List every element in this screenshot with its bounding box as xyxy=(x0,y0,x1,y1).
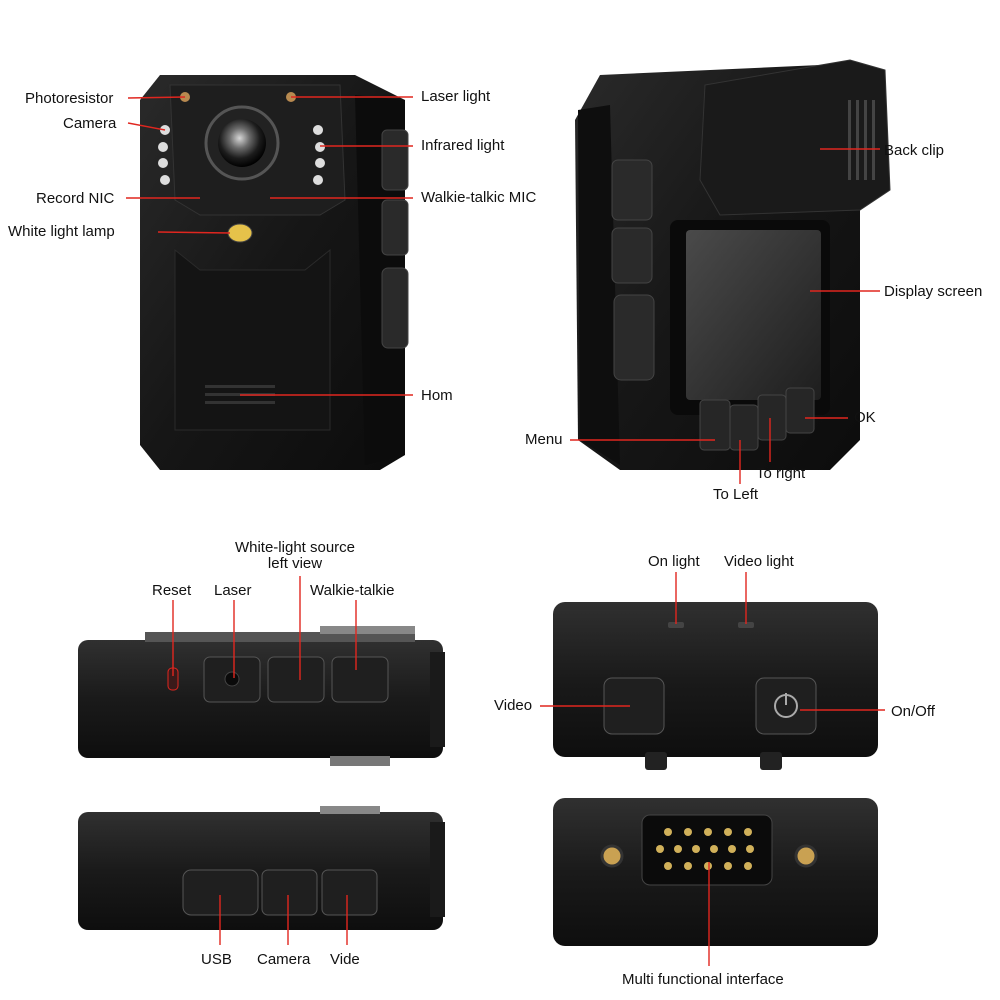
label-walkie-talkie: Walkie-talkie xyxy=(310,582,395,599)
label-white-light-lamp: White light lamp xyxy=(8,223,115,240)
label-horn: Hom xyxy=(421,387,453,404)
interface-pins xyxy=(656,828,754,870)
label-video: Video xyxy=(494,697,533,714)
label-white-light-source-2: left view xyxy=(267,555,323,572)
label-to-left: To Left xyxy=(713,486,759,503)
label-walkie-talkie-mic: Walkie-talkic MIC xyxy=(421,189,537,206)
label-laser: Laser xyxy=(214,582,252,599)
top-view-camera xyxy=(78,626,445,766)
label-menu: Menu xyxy=(525,431,563,448)
label-to-right: To right xyxy=(756,465,806,482)
label-photoresistor: Photoresistor xyxy=(25,90,114,107)
label-camera-front: Camera xyxy=(63,115,117,132)
display-screen xyxy=(686,230,821,400)
label-reset: Reset xyxy=(152,582,192,599)
label-multi-functional-interface: Multi functional interface xyxy=(622,971,784,988)
label-back-clip: Back clip xyxy=(884,142,945,159)
front-view-camera xyxy=(140,75,409,470)
label-laser-light: Laser light xyxy=(421,88,491,105)
side-button-camera xyxy=(381,199,409,256)
label-video-bottom: Vide xyxy=(330,951,360,968)
label-on-off: On/Off xyxy=(891,703,935,720)
label-camera-bottom: Camera xyxy=(257,951,311,968)
label-on-light: On light xyxy=(648,553,700,570)
label-ok: OK xyxy=(854,409,876,426)
back-clip xyxy=(699,59,891,216)
ir-leds-right xyxy=(313,125,325,185)
bottom-view-camera xyxy=(78,806,445,930)
screw-left xyxy=(600,844,624,868)
right-view-camera xyxy=(553,602,878,770)
label-usb: USB xyxy=(201,951,232,968)
interface-view-camera xyxy=(553,798,878,946)
label-white-light-source-1: White-light source xyxy=(234,539,356,556)
back-view-camera xyxy=(575,59,891,470)
label-display-screen: Display screen xyxy=(884,283,983,300)
side-button-video xyxy=(381,129,409,191)
screw-right xyxy=(794,844,818,868)
leader-lines xyxy=(126,96,885,966)
side-button-ptt xyxy=(381,267,409,349)
white-light-lamp xyxy=(227,223,253,243)
label-infrared-light: Infrared light xyxy=(421,137,505,154)
label-record-mic: Record NIC xyxy=(36,190,115,207)
label-video-light: Video light xyxy=(724,553,794,570)
